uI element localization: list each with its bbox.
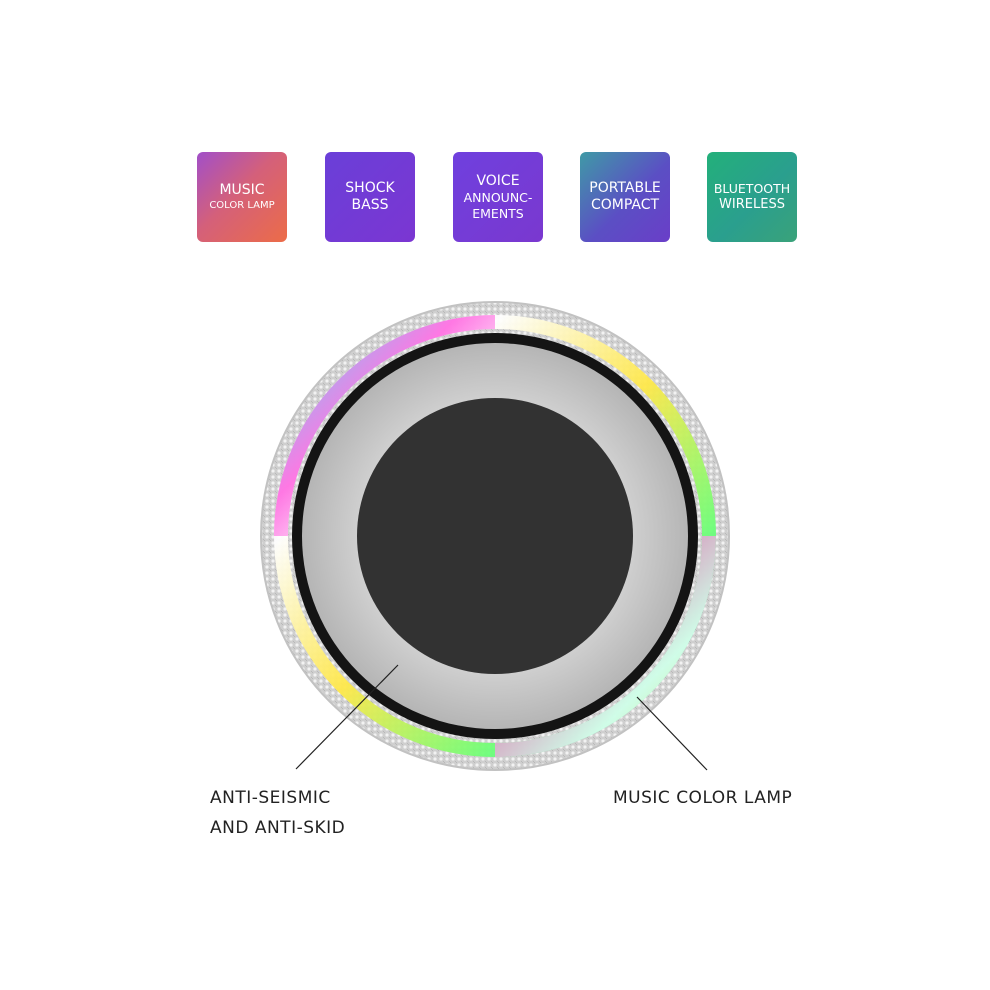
badge-line: EMENTS: [472, 205, 524, 221]
callout-anti-seismic: ANTI-SEISMIC AND ANTI-SKID: [210, 783, 345, 843]
badge-line: COLOR LAMP: [209, 199, 275, 211]
rgb-light-arc: [274, 315, 496, 537]
callout-music-color-lamp: MUSIC COLOR LAMP: [613, 783, 792, 813]
callout-line-right: [636, 696, 708, 771]
speaker-center: [357, 398, 633, 674]
badge-portable-compact: PORTABLE COMPACT: [580, 152, 670, 242]
badge-line: COMPACT: [590, 197, 660, 213]
rgb-light-arc: [494, 535, 716, 757]
callout-line-left: [295, 664, 399, 770]
badge-line: BASS: [351, 197, 389, 213]
badge-line: VOICE: [476, 172, 520, 189]
feature-badges: MUSIC COLOR LAMP SHOCK BASS VOICE ANNOUN…: [0, 0, 990, 260]
badge-shock-bass: SHOCK BASS: [325, 152, 415, 242]
badge-line: ANNOUNC-: [463, 190, 533, 206]
badge-voice-announcements: VOICE ANNOUNC- EMENTS: [453, 152, 543, 242]
callout-text: ANTI-SEISMIC: [210, 788, 331, 808]
callout-text: MUSIC COLOR LAMP: [613, 788, 793, 808]
badge-line: PORTABLE: [589, 179, 661, 196]
badge-line: MUSIC: [219, 182, 265, 198]
badge-music-color-lamp: MUSIC COLOR LAMP: [197, 152, 287, 242]
badge-line: BLUETOOTH: [713, 181, 791, 197]
badge-line: WIRELESS: [719, 196, 785, 212]
badge-line: SHOCK: [345, 179, 395, 196]
callout-text: AND ANTI-SKID: [210, 818, 346, 838]
badge-bluetooth-wireless: BLUETOOTH WIRELESS: [707, 152, 797, 242]
